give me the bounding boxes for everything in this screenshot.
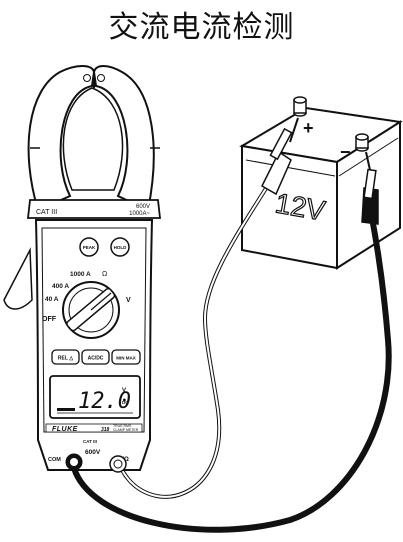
cat-rating-label: CAT III bbox=[36, 209, 57, 216]
jack-cat-label: CAT III bbox=[83, 439, 97, 444]
hold-button[interactable]: HOLD bbox=[110, 237, 130, 257]
page-title: 交流电流检测 bbox=[108, 10, 295, 45]
lcd-reading: 12.0 bbox=[78, 389, 131, 414]
acdc-button-label: AC/DC bbox=[88, 356, 104, 362]
dial-label-ohm: Ω bbox=[102, 271, 107, 278]
rel-button[interactable]: REL △ bbox=[51, 349, 80, 365]
rotary-dial[interactable]: 1000 A Ω 400 A 40 A V OFF bbox=[42, 271, 131, 339]
model-desc-2: CLAMP METER bbox=[113, 428, 139, 432]
acdc-button[interactable]: AC/DC bbox=[81, 349, 110, 365]
battery-plus-label: + bbox=[303, 118, 314, 138]
peak-button-label: PEAK bbox=[83, 245, 96, 250]
rel-button-label: REL △ bbox=[58, 356, 73, 362]
brand-label: FLUKE bbox=[52, 426, 78, 433]
hold-button-label: HOLD bbox=[114, 245, 127, 250]
jack-rating-label: 600V bbox=[85, 449, 101, 456]
clamp-meter: CAT III 600V 1000A~ PEAK HOLD 1000 A Ω 4… bbox=[3, 65, 162, 473]
black-probe bbox=[361, 151, 379, 225]
minmax-button-label: MIN MAX bbox=[116, 356, 136, 361]
vohm-jack[interactable] bbox=[109, 455, 127, 473]
dial-label-40a: 40 A bbox=[45, 296, 59, 303]
dial-label-1000a: 1000 A bbox=[70, 271, 91, 278]
jack-com-label: COM bbox=[48, 457, 61, 463]
dial-label-volts: V bbox=[126, 297, 131, 304]
dial-label-400a: 400 A bbox=[52, 283, 69, 290]
battery: + − 12V bbox=[239, 96, 403, 270]
minmax-button[interactable]: MIN MAX bbox=[111, 349, 141, 365]
red-probe bbox=[261, 117, 299, 196]
com-jack[interactable] bbox=[65, 453, 83, 471]
peak-button[interactable]: PEAK bbox=[79, 237, 99, 257]
volt-rating-label: 600V bbox=[136, 204, 150, 210]
dial-label-off: OFF bbox=[42, 316, 57, 323]
model-desc-1: TRUE RMS bbox=[113, 424, 132, 428]
model-number: 318 bbox=[101, 427, 110, 433]
battery-minus-label: − bbox=[340, 142, 351, 162]
lcd-display: 12.0 V DC bbox=[49, 375, 141, 419]
amp-rating-label: 1000A~ bbox=[129, 211, 150, 217]
lcd-unit-v: V bbox=[122, 388, 126, 394]
test-leads bbox=[71, 117, 392, 533]
lcd-unit-dc: DC bbox=[122, 400, 129, 405]
